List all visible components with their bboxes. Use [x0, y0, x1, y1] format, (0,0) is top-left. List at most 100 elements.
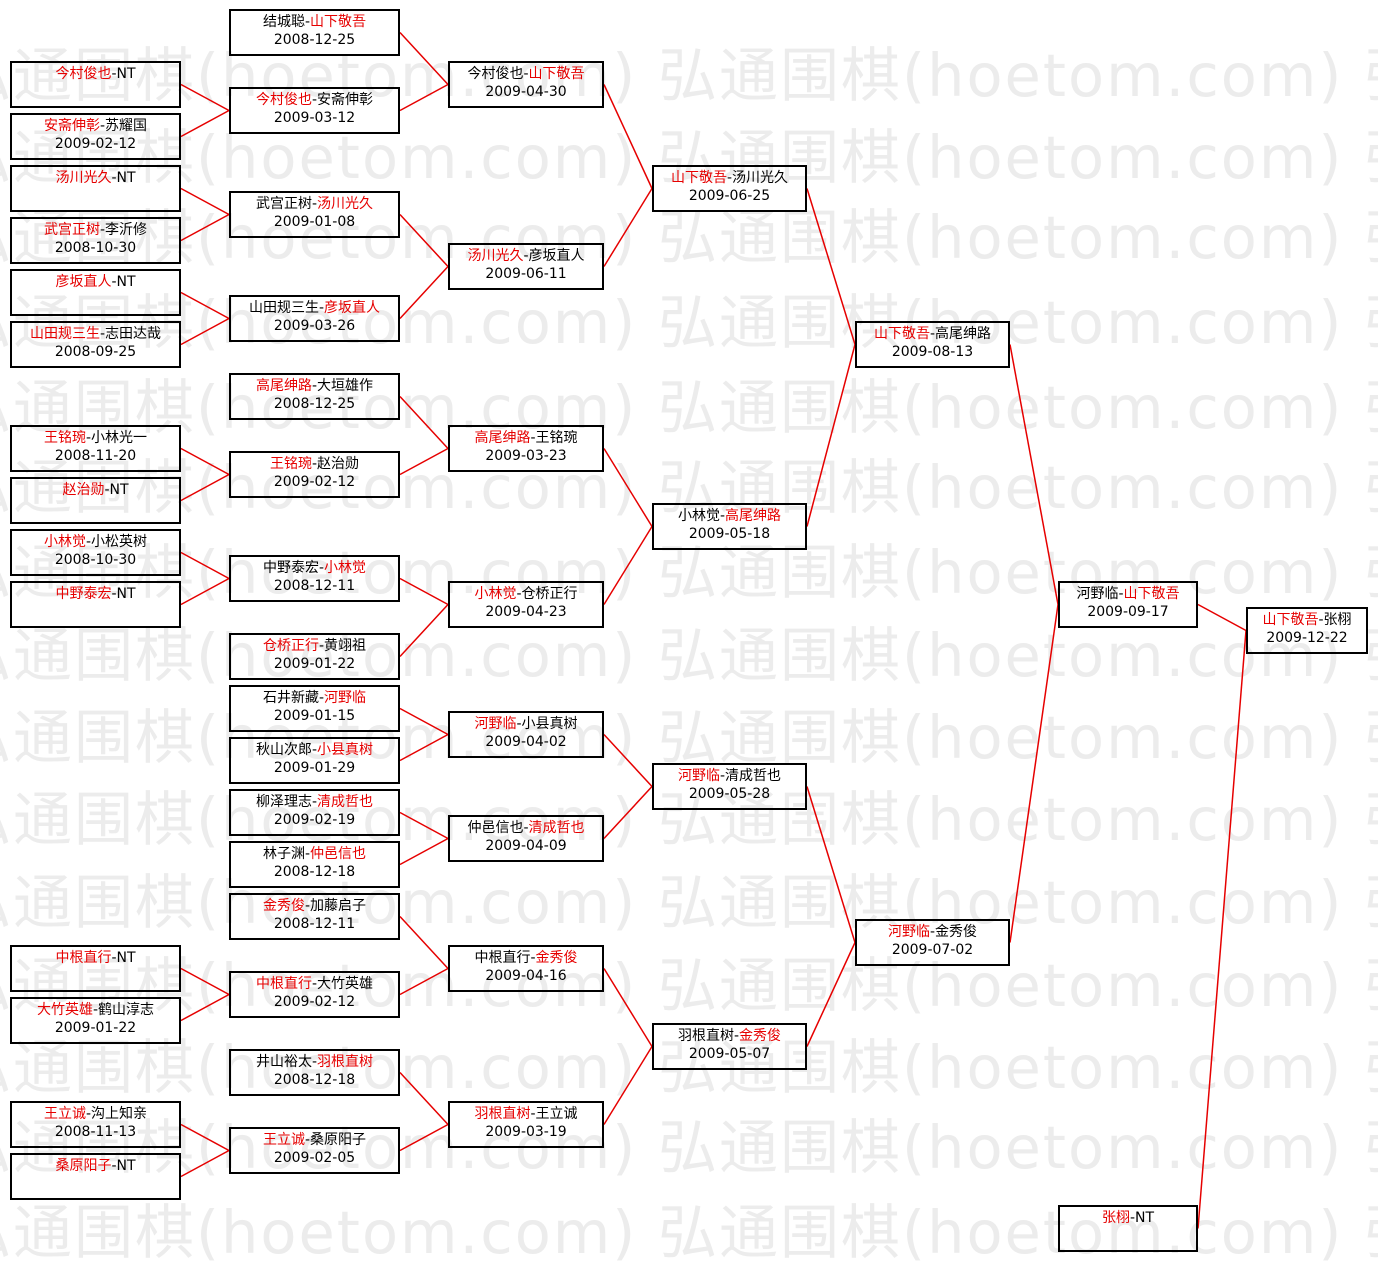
player-two: 小县真树 — [317, 742, 374, 758]
match-date: 2009-04-16 — [485, 968, 567, 984]
player-separator: - — [311, 742, 318, 758]
player-one: 林子渊 — [262, 846, 305, 862]
player-separator: - — [530, 430, 536, 446]
player-one: 王铭琬 — [269, 456, 312, 472]
player-two: 仲邑信也 — [310, 846, 367, 862]
player-one: 彦坂直人 — [55, 274, 112, 290]
player-separator: - — [311, 196, 318, 212]
match-date: 2008-11-13 — [54, 1124, 137, 1140]
player-one: 山下敬吾 — [873, 326, 930, 342]
player-separator: - — [104, 482, 110, 498]
bracket-connector — [1009, 344, 1059, 605]
player-one: 羽根直树 — [474, 1106, 531, 1122]
player-two: 山下敬吾 — [528, 66, 585, 82]
player-one: 大竹英雄 — [36, 1002, 93, 1018]
bracket-connector — [399, 447, 449, 476]
match-box: 汤川光久-NT — [10, 165, 181, 212]
player-one: 山下敬吾 — [670, 170, 727, 186]
player-two: 大竹英雄 — [317, 976, 374, 992]
player-two: 李沂修 — [105, 222, 148, 238]
player-separator: - — [530, 1106, 536, 1122]
player-separator: - — [1118, 586, 1124, 602]
player-separator: - — [318, 690, 325, 706]
player-one: 河野临 — [474, 716, 517, 732]
player-two: 彦坂直人 — [528, 248, 585, 264]
player-separator: - — [318, 638, 325, 654]
player-one: 河野临 — [887, 924, 930, 940]
match-players: 金秀俊-加藤启子 — [231, 897, 398, 915]
match-date: 2009-03-23 — [485, 448, 567, 464]
player-separator: - — [85, 1106, 92, 1122]
player-two: 河野临 — [324, 690, 367, 706]
player-one: 仓桥正行 — [262, 638, 319, 654]
player-two: 加藤启子 — [310, 898, 367, 914]
match-date: 2009-06-11 — [485, 266, 567, 282]
match-players: 中野泰宏-小林觉 — [231, 559, 398, 577]
player-two: 汤川光久 — [317, 196, 374, 212]
match-date: 2008-12-11 — [273, 578, 356, 594]
player-two: NT — [116, 274, 136, 290]
bracket-connector — [180, 109, 230, 138]
bracket-connector — [180, 967, 230, 996]
bracket-connector — [399, 707, 449, 736]
player-one: 武宫正树 — [255, 196, 312, 212]
bracket-connector — [806, 344, 856, 527]
player-one: 石井新藏 — [262, 690, 319, 706]
match-box: 今村俊也-NT — [10, 61, 181, 108]
player-two: 沟上知亲 — [91, 1106, 148, 1122]
bracket-connector — [180, 83, 230, 112]
match-players: 山田规三生-彦坂直人 — [231, 299, 398, 317]
player-separator: - — [726, 170, 733, 186]
player-two: NT — [116, 950, 136, 966]
match-players: 羽根直树-金秀俊 — [654, 1027, 805, 1045]
player-one: 王铭琬 — [43, 430, 86, 446]
bracket-connector — [603, 84, 653, 189]
match-players: 高尾绅路-大垣雄作 — [231, 377, 398, 395]
match-players: 汤川光久-NT — [12, 169, 179, 187]
player-one: 中野泰宏 — [262, 560, 319, 576]
player-one: 山田规三生 — [248, 300, 319, 316]
bracket-connector — [806, 942, 856, 1047]
bracket-connector — [399, 31, 449, 86]
match-date: 2009-04-02 — [485, 734, 567, 750]
match-date: 2008-09-25 — [54, 344, 137, 360]
player-separator: - — [311, 1054, 318, 1070]
player-two: 高尾绅路 — [725, 508, 782, 524]
bracket-connector — [1197, 630, 1247, 1229]
match-date: 2009-02-12 — [273, 474, 356, 490]
match-players: 高尾绅路-王铭琬 — [450, 429, 602, 447]
match-players: 汤川光久-彦坂直人 — [450, 247, 602, 265]
bracket-connector — [399, 1123, 449, 1152]
match-players: 山田规三生-志田达哉 — [12, 325, 179, 343]
player-separator: - — [318, 300, 325, 316]
match-players: 河野临-小县真树 — [450, 715, 602, 733]
bracket-connector — [180, 447, 230, 476]
player-one: 安斋伸彰 — [43, 118, 100, 134]
bracket-connector — [399, 967, 449, 996]
player-two: NT — [116, 66, 136, 82]
player-two: NT — [1135, 1210, 1155, 1226]
player-two: NT — [116, 170, 136, 186]
match-players: 今村俊也-山下敬吾 — [450, 65, 602, 83]
match-date: 2009-08-13 — [891, 344, 974, 360]
player-separator: - — [85, 534, 92, 550]
player-one: 金秀俊 — [262, 898, 305, 914]
bracket-connector — [1197, 603, 1247, 632]
player-separator: - — [1318, 612, 1324, 628]
match-players: 桑原阳子-NT — [12, 1157, 179, 1175]
bracket-connector — [603, 526, 653, 605]
player-separator: - — [99, 222, 106, 238]
player-separator: - — [99, 326, 106, 342]
player-two: NT — [109, 482, 129, 498]
player-two: 小林光一 — [91, 430, 148, 446]
match-date: 2008-12-25 — [273, 396, 356, 412]
